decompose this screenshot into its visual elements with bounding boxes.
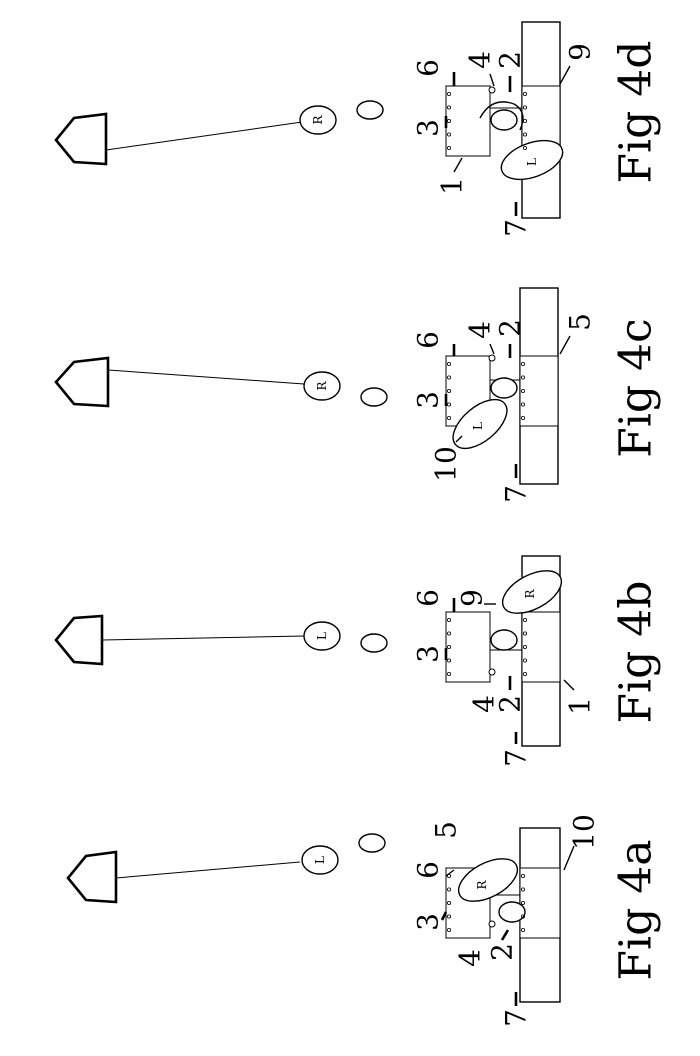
- figure-4c: R L 10 7 3 6 4 2 5 Fig 4c: [56, 288, 662, 503]
- guide-line: [106, 122, 302, 150]
- toe-marker: [361, 388, 387, 406]
- leader-1: [564, 680, 574, 690]
- planted-foot-letter: R: [311, 115, 325, 125]
- ref-label: 3: [412, 391, 445, 409]
- leader-9: [560, 66, 570, 84]
- stepping-foot-letter: L: [525, 158, 539, 166]
- ref-label: 7: [500, 749, 533, 767]
- pivot: [489, 669, 495, 675]
- pivot: [489, 355, 495, 361]
- ref-label: 4: [454, 949, 487, 967]
- heel-marker: [491, 630, 517, 650]
- ref-label: 4: [468, 695, 501, 713]
- pivot: [489, 87, 495, 93]
- guide-line: [102, 636, 304, 640]
- ref-label: 6: [412, 331, 445, 349]
- ref-label: 4: [464, 321, 497, 339]
- figure-4d: R L 7 1 3 6 4 2 9 Fig 4d: [56, 22, 662, 237]
- ref-label: 4: [464, 51, 497, 69]
- figure-4b: L R 7 2 4 1 3 6 9 Fig 4b: [56, 556, 662, 767]
- heel-marker: [491, 378, 517, 398]
- stepping-foot-letter: L: [471, 422, 485, 430]
- right-pad: [520, 868, 560, 938]
- ref-label: 9: [564, 43, 597, 61]
- planted-foot-letter: L: [315, 632, 329, 640]
- ref-label: 2: [494, 51, 527, 69]
- ref-label: 3: [412, 645, 445, 663]
- ref-label: 2: [494, 319, 527, 337]
- planted-foot-letter: L: [313, 856, 327, 864]
- ref-label: 1: [436, 177, 469, 195]
- ref-label: 6: [412, 59, 445, 77]
- planted-foot-letter: R: [315, 381, 329, 391]
- right-pad: [520, 356, 558, 426]
- leader-5: [560, 336, 570, 354]
- toe-marker: [357, 101, 383, 119]
- ref-label: 9: [456, 589, 489, 607]
- ref-label: 10: [568, 814, 601, 850]
- house-target-icon: [56, 358, 108, 406]
- leader-2: [502, 930, 508, 940]
- stepping-foot-letter: R: [523, 589, 537, 599]
- ref-label: 7: [500, 485, 533, 503]
- ref-label: 3: [412, 119, 445, 137]
- heel-marker: [499, 902, 525, 922]
- toe-marker: [359, 834, 385, 852]
- figure-caption: Fig 4b: [611, 581, 662, 724]
- ref-label: 7: [500, 219, 533, 237]
- toe-marker: [361, 634, 387, 652]
- pivot: [489, 921, 495, 927]
- figure-caption: Fig 4a: [611, 840, 662, 981]
- leader-1: [454, 158, 462, 172]
- ref-label: 5: [564, 313, 597, 331]
- figure-caption: Fig 4d: [611, 41, 662, 184]
- ref-label: 1: [564, 697, 597, 715]
- ref-label: 3: [412, 913, 445, 931]
- heel-marker: [491, 110, 517, 130]
- figure-caption: Fig 4c: [611, 318, 662, 457]
- ref-label: 6: [412, 861, 445, 879]
- stepping-foot-letter: R: [475, 880, 489, 890]
- ref-label: 2: [486, 943, 519, 961]
- figure-4a: L R 7 2 4 3 6 5 10 Fig 4a: [68, 814, 662, 1027]
- pad-screws: [447, 92, 526, 931]
- ref-label: 5: [430, 821, 463, 839]
- house-target-icon: [56, 616, 102, 664]
- guide-line: [108, 370, 304, 384]
- guide-line: [116, 862, 300, 878]
- right-pad: [522, 612, 560, 682]
- house-target-icon: [56, 114, 106, 164]
- left-pad: [446, 86, 490, 156]
- ref-label: 6: [412, 589, 445, 607]
- left-pad: [446, 612, 490, 682]
- ref-label: 10: [430, 446, 463, 482]
- house-target-icon: [68, 852, 116, 902]
- leader-4: [490, 344, 494, 354]
- ref-label: 7: [500, 1009, 533, 1027]
- leader-4: [490, 74, 494, 86]
